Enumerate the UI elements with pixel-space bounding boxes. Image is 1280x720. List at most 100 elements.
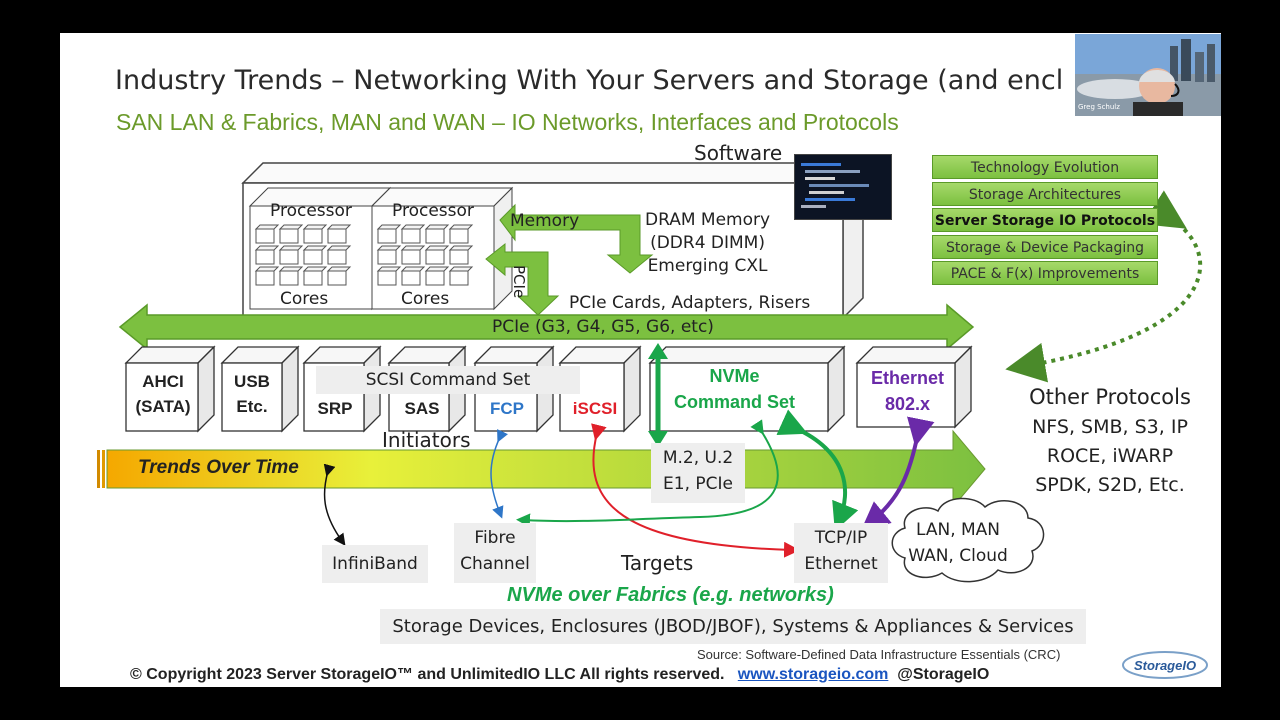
twitter-handle: @StorageIO <box>897 666 990 683</box>
core-cell <box>425 270 445 286</box>
processor-2-label: Processor <box>392 201 474 221</box>
core-cell <box>449 270 469 286</box>
other-protocols-line-2: ROCE, iWARP <box>1046 445 1174 467</box>
webcam-name: Greg Schulz <box>1078 103 1120 111</box>
presenter-video-image: Greg Schulz <box>1075 34 1221 116</box>
core-cell-top <box>326 224 352 230</box>
core-cell <box>327 249 347 265</box>
core-cell <box>377 249 397 265</box>
core-cell-top <box>424 266 450 272</box>
core-cell <box>303 270 323 286</box>
core-cell <box>279 270 299 286</box>
code-lines-icon <box>801 163 869 208</box>
nvme-command-set-label: NVMe Command Set <box>652 363 817 415</box>
core-cell-top <box>254 245 280 251</box>
website-link[interactable]: www.storageio.com <box>737 666 889 683</box>
fibre-channel-box: Fibre Channel <box>454 523 536 583</box>
nvme-over-fabrics-label: NVMe over Fabrics (e.g. networks) <box>507 584 834 606</box>
core-grid-1 <box>254 224 352 286</box>
ahci-sata-label: AHCI (SATA) <box>127 369 199 419</box>
core-cell <box>401 249 421 265</box>
diagram-graphics <box>97 161 1203 583</box>
core-cell <box>401 270 421 286</box>
slide: Industry Trends – Networking With Your S… <box>60 33 1221 687</box>
m2-line-1: M.2, U.2 <box>662 448 734 468</box>
m2-line-2: E1, PCIe <box>663 474 733 494</box>
core-cell <box>425 249 445 265</box>
core-cell-top <box>376 245 402 251</box>
core-cell-top <box>376 266 402 272</box>
core-cell-top <box>326 266 352 272</box>
menu-item-technology-evolution[interactable]: Technology Evolution <box>932 155 1158 179</box>
interface-box-front <box>125 362 199 432</box>
core-cell-top <box>278 224 304 230</box>
cores-1-label: Cores <box>280 289 329 309</box>
menu-item-server-storage-io-protocols[interactable]: Server Storage IO Protocols <box>932 208 1158 232</box>
core-cell-top <box>400 245 426 251</box>
core-cell-top <box>302 224 328 230</box>
dram-memory-label: DRAM Memory (DDR4 DIMM) Emerging CXL <box>645 209 770 278</box>
infiniband-box: InfiniBand <box>322 545 428 583</box>
m2-u2-box: M.2, U.2 E1, PCIe <box>651 443 745 503</box>
pcie-vertical-label: PCIe <box>510 265 528 299</box>
cloud-line-1: LAN, MAN <box>915 520 1001 540</box>
iscsi-label: iSCSI <box>572 399 618 418</box>
code-screen-image <box>794 154 892 220</box>
trends-over-time-label: Trends Over Time <box>138 457 299 478</box>
core-cell <box>449 249 469 265</box>
processor-1-label: Processor <box>270 201 352 221</box>
core-cell <box>401 228 421 244</box>
dram-line-2: (DDR4 DIMM) <box>650 233 765 253</box>
memory-label: Memory <box>510 211 580 231</box>
core-cell-top <box>424 224 450 230</box>
other-protocols-line-1: NFS, SMB, S3, IP <box>1032 416 1188 438</box>
core-cell <box>449 228 469 244</box>
nvme-line-2: Command Set <box>673 392 796 412</box>
usb-line-1: USB <box>234 372 270 391</box>
core-cell <box>279 249 299 265</box>
pcie-bus-label: PCIe (G3, G4, G5, G6, etc) <box>492 317 714 337</box>
menu-item-pace-improvements[interactable]: PACE & F(x) Improvements <box>932 261 1158 285</box>
cores-2-label: Cores <box>401 289 450 309</box>
core-cell <box>279 228 299 244</box>
slide-subtitle: SAN LAN & Fabrics, MAN and WAN – IO Netw… <box>116 109 899 135</box>
storageio-logo: StorageIO <box>1120 643 1210 683</box>
menu-item-storage-architectures[interactable]: Storage Architectures <box>932 182 1158 206</box>
core-cell <box>255 270 275 286</box>
cloud-label: LAN, MAN WAN, Cloud <box>902 517 1014 569</box>
initiators-label: Initiators <box>382 428 471 452</box>
other-protocols-heading: Other Protocols <box>1029 385 1191 409</box>
core-cell-top <box>278 245 304 251</box>
core-cell <box>425 228 445 244</box>
ahci-label: AHCI <box>142 372 184 391</box>
core-cell-top <box>448 266 474 272</box>
core-cell <box>255 228 275 244</box>
menu-item-storage-device-packaging[interactable]: Storage & Device Packaging <box>932 235 1158 259</box>
usb-line-2: Etc. <box>236 397 268 416</box>
webcam-video: Greg Schulz <box>1075 34 1221 116</box>
source-citation: Source: Software-Defined Data Infrastruc… <box>697 647 1061 662</box>
core-cell-top <box>302 266 328 272</box>
tcpip-line-1: TCP/IP <box>814 528 868 548</box>
other-protocols-line-3: SPDK, S2D, Etc. <box>1035 474 1185 496</box>
copyright-text: © Copyright 2023 Server StorageIO™ and U… <box>130 666 725 683</box>
usb-label: USB Etc. <box>223 369 281 419</box>
fcp-label: FCP <box>490 399 524 418</box>
targets-label: Targets <box>621 551 694 575</box>
ethernet-line-1: Ethernet <box>870 368 944 388</box>
interface-box-front <box>856 362 956 428</box>
srp-label: SRP <box>317 399 353 418</box>
dram-line-1: DRAM Memory <box>645 210 771 230</box>
core-cell-top <box>376 224 402 230</box>
core-cell <box>377 270 397 286</box>
core-grid-2 <box>376 224 474 286</box>
cloud-line-2: WAN, Cloud <box>908 546 1008 566</box>
interface-box-front <box>221 362 283 432</box>
core-cell-top <box>448 224 474 230</box>
dram-line-3: Emerging CXL <box>647 256 768 276</box>
ethernet-label: Ethernet 802.x <box>860 365 955 417</box>
footer: © Copyright 2023 Server StorageIO™ and U… <box>130 666 989 684</box>
core-cell-top <box>400 224 426 230</box>
core-cell-top <box>448 245 474 251</box>
core-cell-top <box>254 266 280 272</box>
